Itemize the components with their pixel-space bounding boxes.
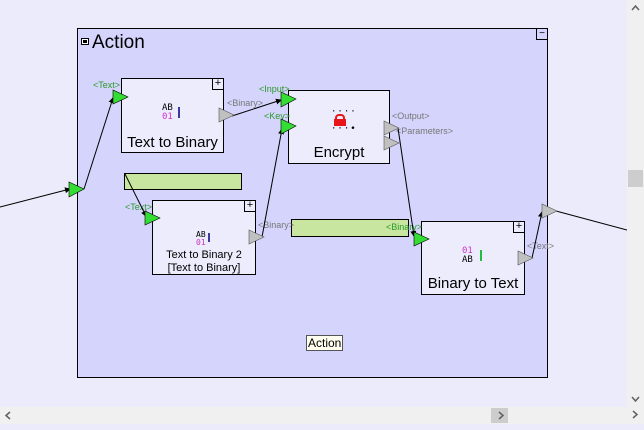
- text-to-binary-icon: AB 01: [196, 231, 210, 247]
- group-title: Action: [92, 32, 145, 53]
- expand-button[interactable]: +: [244, 200, 256, 212]
- diagram-canvas[interactable]: Action − + AB 01 Text to Binary ···· ···…: [0, 0, 627, 407]
- node-subtitle: [Text to Binary]: [167, 262, 241, 274]
- corner-right-icon: [632, 410, 639, 419]
- port-label-parameters-out: <Parameters>: [396, 126, 454, 136]
- text-to-binary-icon: AB 01: [162, 104, 180, 122]
- scroll-up-icon[interactable]: [627, 0, 644, 17]
- port-label-text-in: <Text>: [93, 80, 121, 90]
- expand-button[interactable]: +: [212, 78, 224, 90]
- horizontal-scrollbar[interactable]: [0, 407, 627, 424]
- port-label-binary-in: <Binary>: [386, 222, 423, 232]
- collapse-button[interactable]: −: [536, 28, 548, 40]
- node-title: Text to Binary: [127, 134, 218, 151]
- node-text-to-binary[interactable]: + AB 01 Text to Binary: [121, 78, 224, 153]
- scrollbar-corner: [627, 407, 644, 424]
- port-label-text2-in: <Text>: [125, 202, 153, 212]
- vertical-scroll-thumb[interactable]: [628, 170, 643, 187]
- scroll-right-visible-icon[interactable]: [492, 407, 509, 424]
- port-label-input-in: <Input>: [259, 84, 290, 94]
- port-label-binary2-out: <Binary>: [258, 220, 295, 230]
- variable-bar-1[interactable]: [124, 173, 242, 190]
- scroll-down-icon[interactable]: [627, 390, 644, 407]
- group-icon: [81, 38, 89, 45]
- node-binary-to-text[interactable]: + 01 AB Binary to Text: [421, 221, 525, 295]
- expand-button[interactable]: +: [513, 221, 525, 233]
- node-title: Binary to Text: [427, 275, 519, 292]
- port-label-output-out: <Output>: [392, 111, 430, 121]
- port-label-text-out: <Text>: [527, 241, 555, 251]
- node-text-to-binary-2[interactable]: + AB 01 Text to Binary 2 [Text to Binary…: [152, 200, 256, 275]
- node-encrypt[interactable]: ···· ···• Encrypt: [288, 90, 390, 164]
- horizontal-scroll-thumb[interactable]: [491, 408, 508, 423]
- node-title: Text to Binary 2: [166, 249, 242, 261]
- lock-icon: ···· ···•: [331, 107, 357, 134]
- node-title: Encrypt: [313, 144, 365, 161]
- wire-external-out: [555, 210, 627, 231]
- port-label-key-in: <Key>: [264, 111, 291, 121]
- wire-external-in: [0, 187, 71, 208]
- scroll-left-icon[interactable]: [0, 407, 17, 424]
- binary-to-text-icon: 01 AB: [462, 247, 482, 265]
- group-name-label: Action: [306, 335, 344, 351]
- port-label-binary-out: <Binary>: [227, 98, 264, 108]
- vertical-scrollbar[interactable]: [627, 0, 644, 407]
